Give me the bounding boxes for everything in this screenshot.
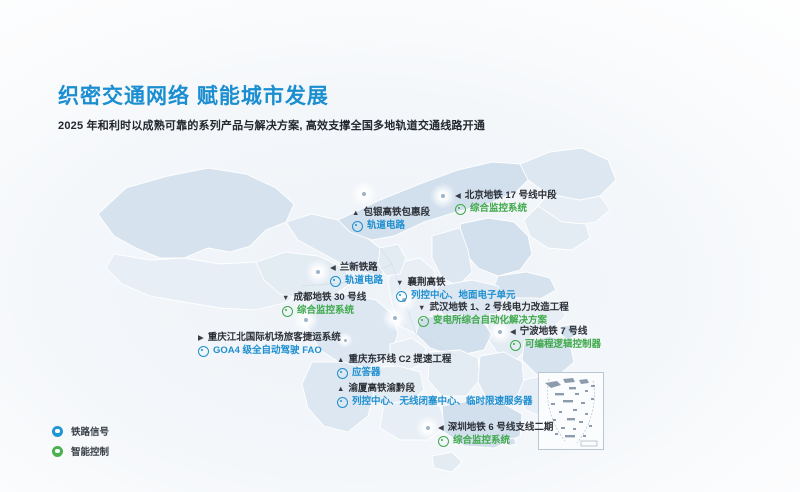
circle-dot-icon bbox=[337, 396, 348, 408]
marker-triangle-icon: ▶ bbox=[198, 332, 204, 342]
marker-triangle-icon: ▼ bbox=[282, 292, 290, 302]
circle-dot-icon bbox=[455, 203, 466, 215]
china-map bbox=[80, 118, 720, 478]
project-name: 成都地铁 30 号线 bbox=[293, 292, 367, 303]
map-label-project-row: ◀ 兰新铁路 bbox=[330, 262, 383, 274]
solution-name: 综合监控系统 bbox=[470, 203, 528, 215]
map-label-solution-row: GOA4 级全自动驾驶 FAO bbox=[198, 345, 341, 357]
project-name: 包银高铁包惠段 bbox=[363, 207, 430, 218]
marker-triangle-icon: ▲ bbox=[337, 383, 345, 393]
map-label-project-row: ◀ 北京地铁 17 号线中段 bbox=[455, 190, 557, 202]
map-label-chongqing-airport[interactable]: ▶ 重庆江北国际机场旅客捷运系统 GOA4 级全自动驾驶 FAO bbox=[198, 332, 341, 357]
solution-name: 轨道电路 bbox=[345, 275, 384, 287]
map-label-solution-row: 变电所综合自动化解决方案 bbox=[418, 315, 569, 327]
solution-name: 列控中心、地面电子单元 bbox=[411, 290, 516, 302]
project-name: 北京地铁 17 号线中段 bbox=[464, 190, 557, 201]
marker-triangle-icon: ◀ bbox=[330, 262, 336, 272]
map-label-lanxin[interactable]: ◀ 兰新铁路 轨道电路 bbox=[330, 262, 383, 287]
marker-triangle-icon: ▼ bbox=[396, 277, 404, 287]
circle-dot-icon bbox=[337, 367, 348, 379]
solution-name: 综合监控系统 bbox=[297, 305, 355, 317]
map-label-solution-row: 列控中心、地面电子单元 bbox=[396, 290, 516, 302]
legend-item-railway-signal: 铁路信号 bbox=[52, 424, 109, 438]
map-label-project-row: ◀ 宁波地铁 7 号线 bbox=[510, 326, 601, 338]
legend-label: 铁路信号 bbox=[71, 427, 110, 438]
circle-dot-icon bbox=[418, 315, 429, 327]
circle-dot-icon bbox=[396, 290, 407, 302]
map-label-solution-row: 综合监控系统 bbox=[282, 305, 366, 317]
marker-triangle-icon: ▼ bbox=[418, 302, 426, 312]
page-subtitle: 2025 年和利时以成熟可靠的系列产品与解决方案, 高效支撑全国多地轨道交通线路… bbox=[58, 120, 486, 132]
solution-name: 综合监控系统 bbox=[453, 435, 511, 447]
map-label-ningbo[interactable]: ◀ 宁波地铁 7 号线 可编程逻辑控制器 bbox=[510, 326, 601, 351]
map-label-beijing[interactable]: ◀ 北京地铁 17 号线中段 综合监控系统 bbox=[455, 190, 557, 215]
map-label-yuxia[interactable]: ▲ 渝厦高铁渝黔段 列控中心、无线闭塞中心、临时限速服务器 bbox=[337, 383, 533, 408]
project-name: 兰新铁路 bbox=[339, 262, 378, 273]
marker-triangle-icon: ◀ bbox=[455, 190, 461, 200]
solution-name: 可编程逻辑控制器 bbox=[525, 339, 602, 351]
circle-dot-icon bbox=[330, 275, 341, 287]
map-label-project-row: ◀ 深圳地铁 6 号线支线二期 bbox=[438, 422, 553, 434]
circle-dot-icon bbox=[510, 339, 521, 351]
project-name: 襄荆高铁 bbox=[407, 277, 446, 288]
legend-item-intelligent-control: 智能控制 bbox=[52, 444, 109, 458]
map-label-project-row: ▼ 襄荆高铁 bbox=[396, 277, 516, 289]
solution-name: GOA4 级全自动驾驶 FAO bbox=[213, 345, 322, 357]
legend-label: 智能控制 bbox=[71, 447, 110, 458]
map-label-solution-row: 综合监控系统 bbox=[438, 435, 553, 447]
project-name: 宁波地铁 7 号线 bbox=[519, 326, 588, 337]
page-title: 织密交通网络 赋能城市发展 bbox=[58, 85, 329, 108]
legend: 铁路信号 智能控制 bbox=[52, 424, 109, 464]
project-name: 渝厦高铁渝黔段 bbox=[348, 383, 415, 394]
project-name: 武汉地铁 1、2 号线电力改造工程 bbox=[429, 302, 569, 313]
solution-name: 变电所综合自动化解决方案 bbox=[433, 315, 548, 327]
south-china-sea-inset bbox=[538, 372, 604, 450]
project-name: 深圳地铁 6 号线支线二期 bbox=[447, 422, 554, 433]
map-label-baoyin[interactable]: ▲ 包银高铁包惠段 轨道电路 bbox=[352, 207, 430, 232]
circle-dot-icon bbox=[282, 305, 293, 317]
marker-triangle-icon: ▲ bbox=[337, 354, 345, 364]
solution-name: 应答器 bbox=[352, 367, 381, 379]
map-label-chengdu[interactable]: ▼ 成都地铁 30 号线 综合监控系统 bbox=[282, 292, 366, 317]
map-label-solution-row: 轨道电路 bbox=[352, 220, 430, 232]
circle-dot-icon bbox=[52, 445, 63, 457]
inset-map-svg bbox=[545, 378, 598, 447]
map-label-project-row: ▶ 重庆江北国际机场旅客捷运系统 bbox=[198, 332, 341, 344]
marker-triangle-icon: ◀ bbox=[438, 422, 444, 432]
marker-triangle-icon: ▲ bbox=[352, 207, 360, 217]
map-label-project-row: ▼ 成都地铁 30 号线 bbox=[282, 292, 366, 304]
map-label-solution-row: 可编程逻辑控制器 bbox=[510, 339, 601, 351]
map-label-xiangjing[interactable]: ▼ 襄荆高铁 列控中心、地面电子单元 bbox=[396, 277, 516, 302]
project-name: 重庆江北国际机场旅客捷运系统 bbox=[207, 332, 341, 343]
map-label-project-row: ▲ 包银高铁包惠段 bbox=[352, 207, 430, 219]
map-label-solution-row: 轨道电路 bbox=[330, 275, 383, 287]
map-label-project-row: ▲ 重庆东环线 C2 提速工程 bbox=[337, 354, 451, 366]
map-label-wuhan[interactable]: ▼ 武汉地铁 1、2 号线电力改造工程 变电所综合自动化解决方案 bbox=[418, 302, 569, 327]
map-label-shenzhen[interactable]: ◀ 深圳地铁 6 号线支线二期 综合监控系统 bbox=[438, 422, 553, 447]
solution-name: 轨道电路 bbox=[367, 220, 406, 232]
map-label-solution-row: 应答器 bbox=[337, 367, 451, 379]
circle-dot-icon bbox=[198, 345, 209, 357]
solution-name: 列控中心、无线闭塞中心、临时限速服务器 bbox=[352, 396, 533, 408]
map-label-solution-row: 列控中心、无线闭塞中心、临时限速服务器 bbox=[337, 396, 533, 408]
project-name: 重庆东环线 C2 提速工程 bbox=[348, 354, 452, 365]
marker-triangle-icon: ◀ bbox=[510, 326, 516, 336]
map-label-chongqing-east[interactable]: ▲ 重庆东环线 C2 提速工程 应答器 bbox=[337, 354, 451, 379]
map-label-solution-row: 综合监控系统 bbox=[455, 203, 557, 215]
circle-dot-icon bbox=[352, 220, 363, 232]
circle-dot-icon bbox=[438, 435, 449, 447]
circle-dot-icon bbox=[52, 425, 63, 437]
map-label-project-row: ▲ 渝厦高铁渝黔段 bbox=[337, 383, 533, 395]
map-label-project-row: ▼ 武汉地铁 1、2 号线电力改造工程 bbox=[418, 302, 569, 314]
